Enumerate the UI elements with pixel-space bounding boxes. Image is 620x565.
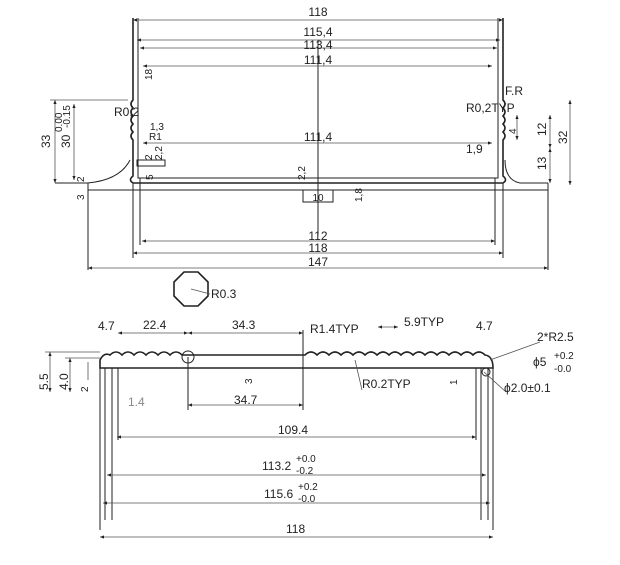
dim-12: 12 bbox=[535, 122, 549, 136]
dim-1-8: 1,8 bbox=[354, 188, 365, 202]
dim-113-2-tol-lower: -0.2 bbox=[296, 466, 314, 477]
dim-r0-2typ: R0,2TYP bbox=[466, 101, 515, 115]
dim-147: 147 bbox=[308, 255, 328, 269]
dim-5: 5 bbox=[145, 174, 156, 180]
dim-111-4-top: 111,4 bbox=[304, 53, 333, 67]
dim-1-4: 1.4 bbox=[128, 395, 145, 409]
dim-3: 3 bbox=[244, 378, 255, 384]
dim-10: 10 bbox=[312, 193, 324, 204]
dim-33: 33 bbox=[39, 134, 53, 148]
dim-5-9typ: 5.9TYP bbox=[404, 315, 444, 329]
dim-2: 2 bbox=[80, 386, 91, 392]
dim-phi2: ϕ2.0±0.1 bbox=[504, 381, 551, 395]
dim-2-2-left: 2,2 bbox=[154, 146, 165, 160]
dim-115-6-tol-upper: +0.2 bbox=[298, 482, 318, 493]
dim-phi5-tol-lower: -0.0 bbox=[554, 364, 572, 375]
dim-phi5: ϕ5 bbox=[533, 355, 547, 369]
dim-1: 1 bbox=[449, 379, 460, 385]
dim-r1: R1 bbox=[149, 132, 162, 143]
dim-3: 3 bbox=[76, 194, 87, 200]
dim-111-4-mid: 111,4 bbox=[304, 130, 333, 144]
dim-1-9: 1,9 bbox=[466, 142, 483, 156]
dim-118-top: 118 bbox=[308, 5, 327, 19]
dim-115-6: 115.6 bbox=[264, 487, 293, 501]
dim-18: 18 bbox=[144, 68, 155, 80]
dim-r0-2: R0,2 bbox=[114, 105, 140, 119]
dim-2-2-center: 2,2 bbox=[297, 166, 308, 180]
octagon-label: R0.3 bbox=[211, 287, 237, 301]
dim-34-7: 34.7 bbox=[234, 393, 258, 407]
dim-1-3: 1,3 bbox=[150, 122, 164, 133]
dim-2-small: 2 bbox=[76, 176, 87, 182]
dim-113-2-tol-upper: +0.0 bbox=[296, 454, 316, 465]
dim-4-0: 4.0 bbox=[57, 373, 71, 390]
dim-113-2: 113.2 bbox=[262, 459, 291, 473]
dim-118: 118 bbox=[286, 522, 305, 536]
dim-112: 112 bbox=[308, 229, 327, 243]
bottom-view-profile bbox=[99, 351, 494, 369]
dim-30-tol-lower: -0.15 bbox=[62, 105, 73, 128]
dim-r1-4typ: R1.4TYP bbox=[310, 322, 359, 336]
dim-4-7-right: 4.7 bbox=[476, 319, 493, 333]
dim-4: 4 bbox=[508, 128, 519, 134]
dim-5-5: 5.5 bbox=[37, 373, 51, 390]
dim-phi5-tol-upper: +0.2 bbox=[554, 351, 574, 362]
dim-32: 32 bbox=[556, 130, 570, 144]
octagon-detail bbox=[173, 271, 209, 307]
dim-2r2-5: 2*R2.5 bbox=[537, 330, 574, 344]
top-view: 118 115,4 113,4 111,4 111,4 112 118 147 … bbox=[39, 5, 572, 307]
dim-115-6-tol-lower: -0.0 bbox=[298, 494, 316, 505]
dim-4-7-left: 4.7 bbox=[98, 319, 115, 333]
dim-30-tol-upper: 0.00 bbox=[54, 112, 65, 132]
dim-22-4: 22.4 bbox=[143, 318, 167, 332]
dim-109-4: 109.4 bbox=[278, 423, 308, 437]
dim-30: 30 bbox=[59, 134, 73, 148]
dim-2-left: 2 bbox=[144, 154, 155, 160]
dim-34-3: 34.3 bbox=[232, 318, 256, 332]
dim-115-4: 115,4 bbox=[303, 25, 332, 39]
bottom-view: 4.7 22.4 34.3 R1.4TYP 5.9TYP 4.7 2*R2.5 … bbox=[37, 315, 574, 539]
dim-13: 13 bbox=[535, 156, 549, 170]
dim-118-bottom: 118 bbox=[308, 241, 327, 255]
dim-r0-2typ: R0.2TYP bbox=[362, 377, 411, 391]
dim-113-4: 113,4 bbox=[303, 38, 332, 52]
dim-fr: F.R bbox=[505, 84, 523, 98]
